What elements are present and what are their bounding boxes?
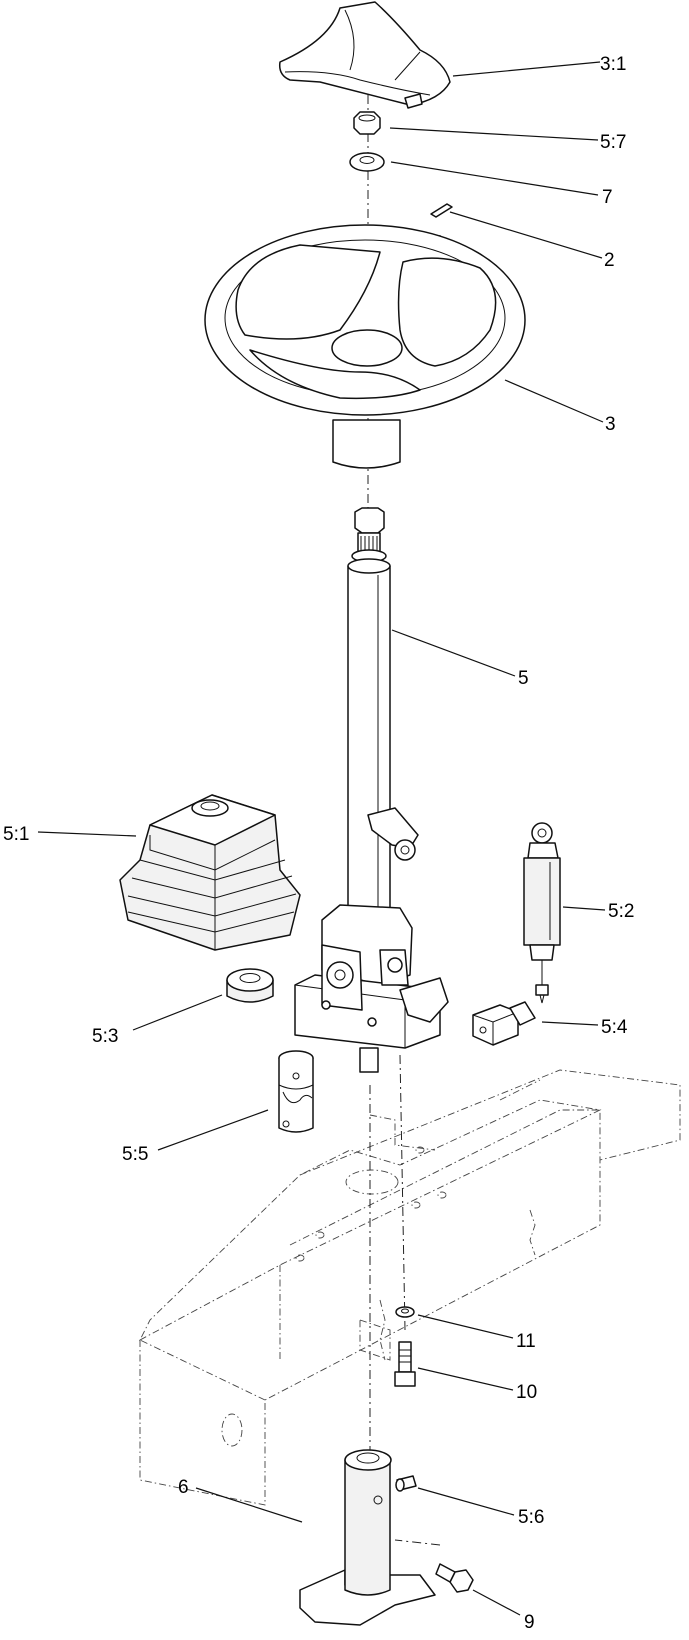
washer bbox=[349, 152, 385, 172]
leader-lines bbox=[37, 61, 606, 1616]
callout-handle-cap: 3:1 bbox=[600, 54, 626, 75]
base-bolt bbox=[435, 1563, 474, 1593]
u-joint bbox=[278, 1050, 314, 1133]
bushing bbox=[226, 968, 274, 1003]
callout-base-bolt: 9 bbox=[524, 1612, 535, 1633]
callout-latch-block: 5:4 bbox=[601, 1017, 628, 1038]
bolt bbox=[394, 1341, 416, 1387]
latch-block bbox=[472, 1001, 536, 1046]
nut bbox=[353, 111, 381, 135]
handle-cap bbox=[278, 1, 451, 109]
pin bbox=[395, 1475, 417, 1492]
steering-wheel bbox=[204, 224, 526, 469]
callout-base-bracket: 6 bbox=[178, 1477, 189, 1498]
steering-column bbox=[294, 507, 449, 1073]
mount-washer bbox=[395, 1306, 415, 1318]
callout-key: 2 bbox=[604, 250, 615, 271]
callout-gas-spring: 5:2 bbox=[608, 901, 634, 922]
callout-steering-column: 5 bbox=[518, 668, 529, 689]
callout-steering-wheel: 3 bbox=[605, 414, 616, 435]
callout-labels: 3:1 5:7 7 2 3 5 5:1 5:2 5:3 5:4 5:5 11 1… bbox=[3, 54, 634, 1633]
callout-washer: 7 bbox=[602, 187, 613, 208]
callout-bolt: 10 bbox=[516, 1382, 537, 1403]
base-bracket bbox=[299, 1449, 436, 1626]
callout-bushing: 5:3 bbox=[92, 1026, 118, 1047]
callout-u-joint: 5:5 bbox=[122, 1144, 148, 1165]
callout-mount-washer: 11 bbox=[516, 1331, 536, 1352]
boot bbox=[119, 794, 301, 951]
callout-pin: 5:6 bbox=[518, 1507, 544, 1528]
gas-spring bbox=[523, 822, 561, 1004]
key bbox=[430, 203, 453, 218]
frame-phantom bbox=[138, 1069, 681, 1506]
callout-boot: 5:1 bbox=[3, 824, 29, 845]
callout-nut: 5:7 bbox=[600, 132, 626, 153]
